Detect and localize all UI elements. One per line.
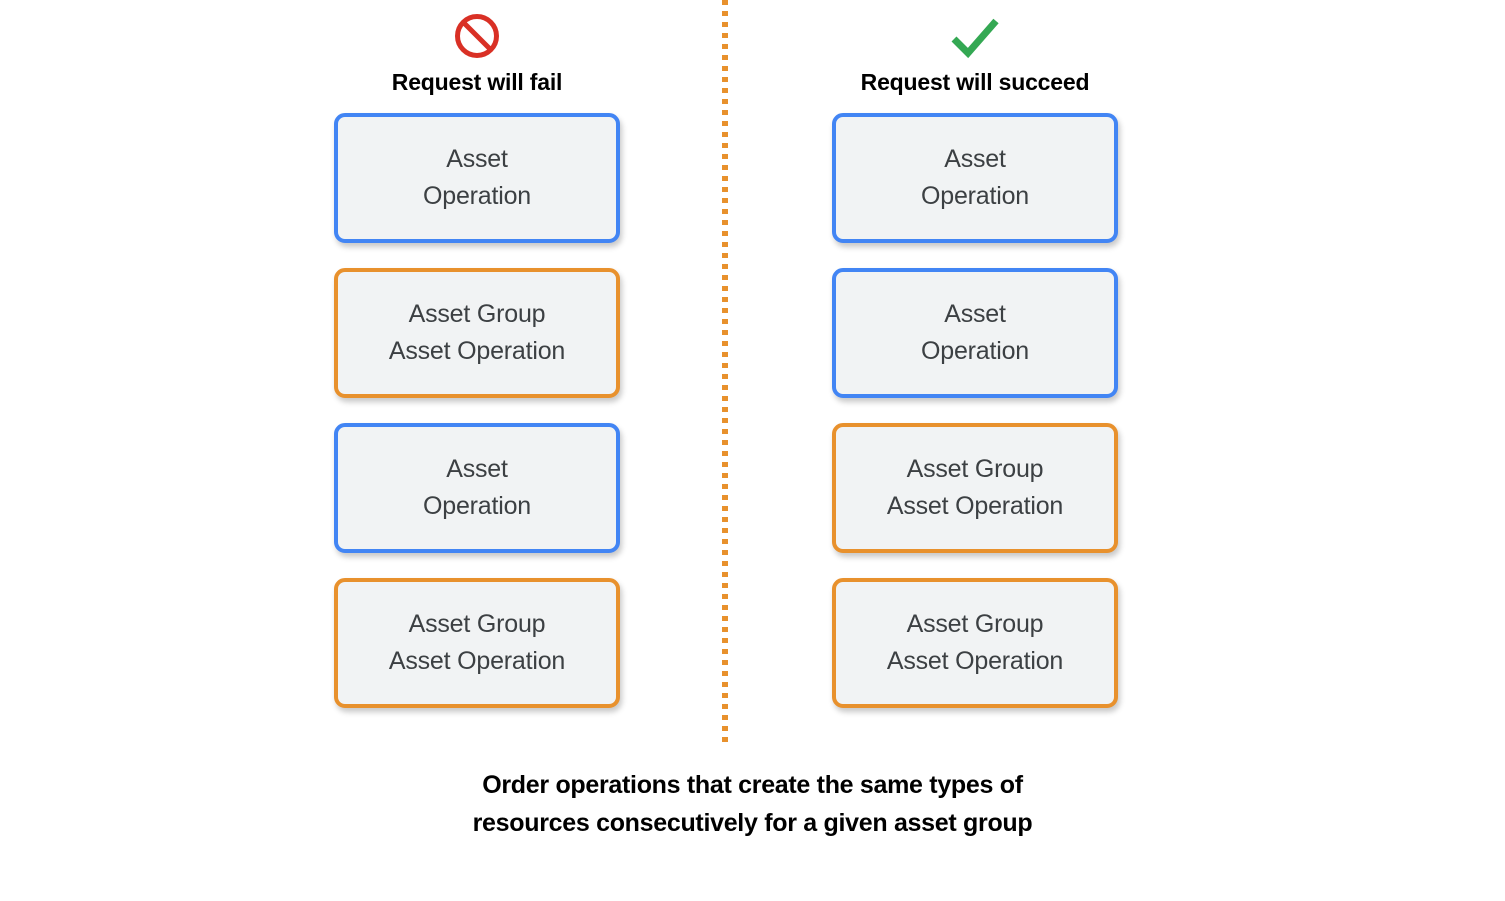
column-title-succeed: Request will succeed: [860, 69, 1090, 95]
operation-box[interactable]: Asset Group Asset Operation: [334, 268, 620, 398]
operation-box-label: Asset Operation: [423, 145, 531, 210]
operation-box[interactable]: Asset Operation: [334, 423, 620, 553]
operation-box[interactable]: Asset Group Asset Operation: [832, 578, 1118, 708]
operation-box-label: Asset Group Asset Operation: [388, 610, 566, 675]
column-header-succeed: Request will succeed: [815, 12, 1135, 96]
checkmark-icon: [944, 12, 1006, 62]
operation-box[interactable]: Asset Operation: [334, 113, 620, 243]
operation-stack-succeed: Asset Operation Asset Operation Asset Gr…: [832, 113, 1118, 733]
operation-box[interactable]: Asset Group Asset Operation: [334, 578, 620, 708]
operation-box[interactable]: Asset Group Asset Operation: [832, 423, 1118, 553]
operation-box[interactable]: Asset Operation: [832, 113, 1118, 243]
operation-box-label: Asset Group Asset Operation: [886, 455, 1064, 520]
diagram-caption: Order operations that create the same ty…: [472, 771, 1033, 837]
operation-box-label: Asset Operation: [921, 145, 1029, 210]
operation-box[interactable]: Asset Operation: [832, 268, 1118, 398]
column-title-fail: Request will fail: [391, 69, 563, 95]
vertical-dotted-divider: [722, 0, 728, 742]
operation-box-label: Asset Group Asset Operation: [388, 300, 566, 365]
operation-box-label: Asset Operation: [423, 455, 531, 520]
column-header-fail: Request will fail: [317, 12, 637, 96]
prohibition-icon: [446, 12, 508, 62]
operation-stack-fail: Asset Operation Asset Group Asset Operat…: [334, 113, 620, 733]
operation-box-label: Asset Group Asset Operation: [886, 610, 1064, 675]
operation-box-label: Asset Operation: [921, 300, 1029, 365]
